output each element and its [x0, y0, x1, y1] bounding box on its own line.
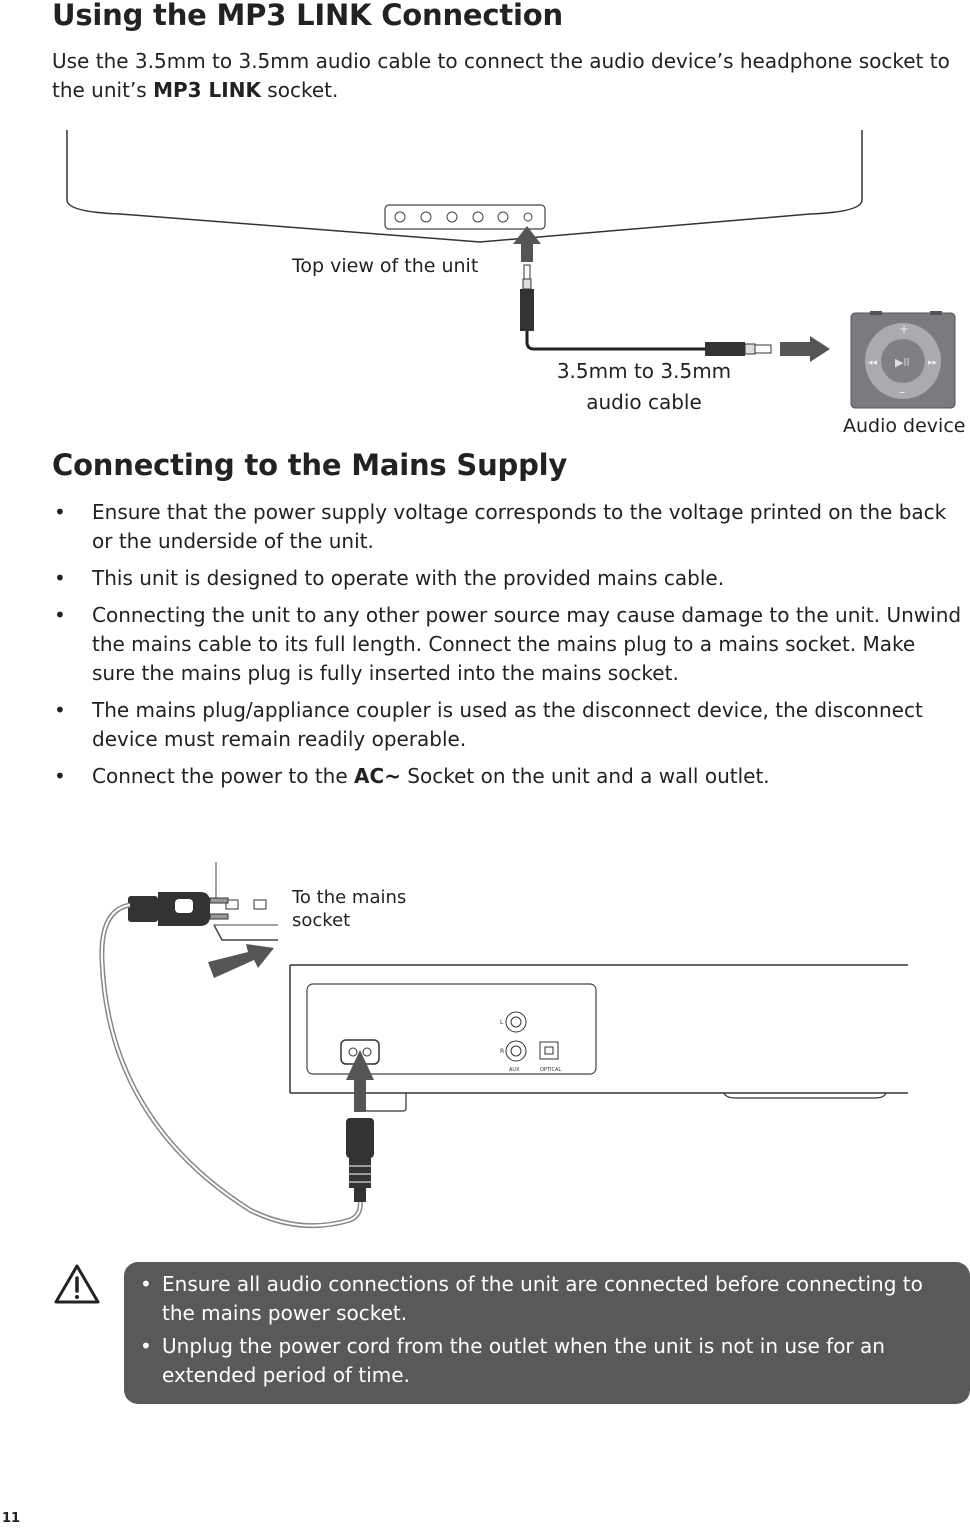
warning-box: Ensure all audio connections of the unit… — [124, 1262, 970, 1404]
list-item: Connect the power to the AC~ Socket on t… — [52, 762, 964, 791]
mp3-link-intro: Use the 3.5mm to 3.5mm audio cable to co… — [52, 47, 952, 105]
list-item: Ensure all audio connections of the unit… — [140, 1270, 950, 1328]
port-label-optical: OPTICAL — [540, 1067, 561, 1073]
svg-text:+: + — [899, 322, 909, 336]
intro-text: Use the 3.5mm to 3.5mm audio cable to co… — [52, 49, 950, 102]
unit-back-panel: L R AUX OPTICAL — [289, 964, 908, 1112]
audio-jack-horizontal — [705, 342, 772, 356]
mains-connection-diagram: L R AUX OPTICAL — [99, 862, 908, 1229]
label-to-mains-socket-line2: socket — [292, 910, 351, 931]
label-audio-cable-line1: 3.5mm to 3.5mm — [556, 359, 732, 383]
arrow-to-socket-icon — [208, 944, 274, 978]
svg-text:▸▸: ▸▸ — [928, 358, 938, 368]
label-to-mains-socket-line1: To the mains — [292, 887, 407, 908]
audio-device-illustration: ▶ll + – ◂◂ ▸▸ — [850, 311, 956, 409]
unit-top-view — [66, 130, 863, 243]
list-item-text-end: Socket on the unit and a wall outlet. — [400, 764, 770, 788]
label-top-view-of-unit: Top view of the unit — [292, 255, 479, 277]
list-item: Ensure that the power supply voltage cor… — [52, 498, 964, 556]
page-number: 11 — [2, 1511, 21, 1526]
right-arrow-icon — [780, 336, 830, 362]
svg-text:▶ll: ▶ll — [895, 356, 910, 369]
label-audio-device: Audio device — [843, 415, 966, 437]
section-heading-mp3-link: Using the MP3 LINK Connection — [52, 0, 563, 32]
up-arrow-icon — [346, 1050, 374, 1112]
port-label-l: L — [500, 1019, 504, 1026]
audio-jack-vertical — [520, 264, 534, 331]
svg-text:–: – — [899, 385, 905, 399]
list-item: This unit is designed to operate with th… — [52, 564, 964, 593]
mp3-link-diagram: ▶ll + – ◂◂ ▸▸ — [66, 130, 956, 409]
port-label-r: R — [500, 1048, 504, 1055]
list-item: The mains plug/appliance coupler is used… — [52, 696, 964, 754]
list-item: Unplug the power cord from the outlet wh… — [140, 1332, 950, 1390]
label-audio-cable-line2: audio cable — [586, 390, 702, 414]
mains-plug-illustration — [128, 892, 229, 926]
mains-bullet-list: Ensure that the power supply voltage cor… — [52, 498, 964, 799]
intro-text-end: socket. — [260, 78, 339, 102]
up-arrow-icon — [513, 226, 541, 262]
warning-list: Ensure all audio connections of the unit… — [124, 1262, 970, 1390]
wall-socket-illustration — [213, 862, 278, 941]
svg-text:◂◂: ◂◂ — [868, 358, 878, 368]
warning-triangle-icon — [54, 1264, 100, 1304]
iec-connector-illustration — [346, 1118, 374, 1202]
list-item: Connecting the unit to any other power s… — [52, 601, 964, 688]
audio-cable — [525, 331, 705, 351]
label-to-mains-socket: To the mains socket — [292, 886, 406, 932]
list-item-text: Connect the power to the — [92, 764, 355, 788]
intro-bold-mp3-link: MP3 LINK — [153, 78, 261, 102]
port-label-aux: AUX — [509, 1067, 520, 1073]
section-heading-mains-supply: Connecting to the Mains Supply — [52, 448, 568, 482]
label-audio-cable: 3.5mm to 3.5mm audio cable — [549, 356, 739, 418]
list-item-bold-ac: AC~ — [354, 764, 401, 788]
